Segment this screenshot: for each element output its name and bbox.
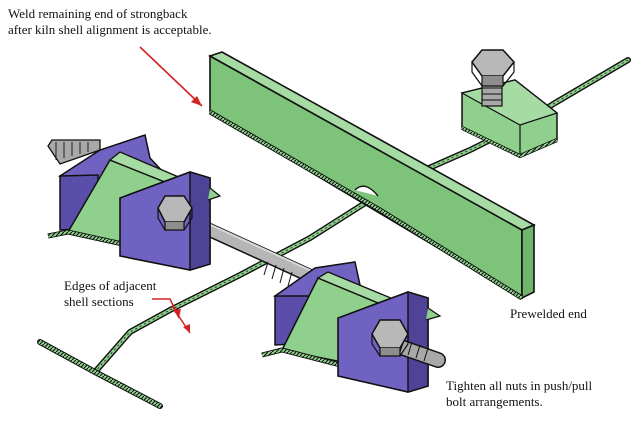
edges-callout-line2: shell sections [64,294,134,309]
rod-threads [263,261,293,287]
prewelded-label: Prewelded end [510,306,587,321]
weld-arrow [139,46,203,107]
edges-arrow [152,298,191,334]
weld-callout-line2: after kiln shell alignment is acceptable… [8,22,212,37]
edges-callout-line1: Edges of adjacent [64,278,157,293]
right-clamp-assembly [261,261,442,393]
upper-bolt-icon [471,49,515,107]
right-bolt-icon [371,319,446,368]
weld-callout-line1: Weld remaining end of strongback [8,6,188,21]
tighten-callout-line2: bolt arrangements. [446,394,543,409]
strongback-beam [208,51,536,301]
left-clamp-assembly [47,134,222,271]
tighten-callout-line1: Tighten all nuts in push/pull [446,378,593,393]
shell-edge-bottom-left [37,339,163,409]
